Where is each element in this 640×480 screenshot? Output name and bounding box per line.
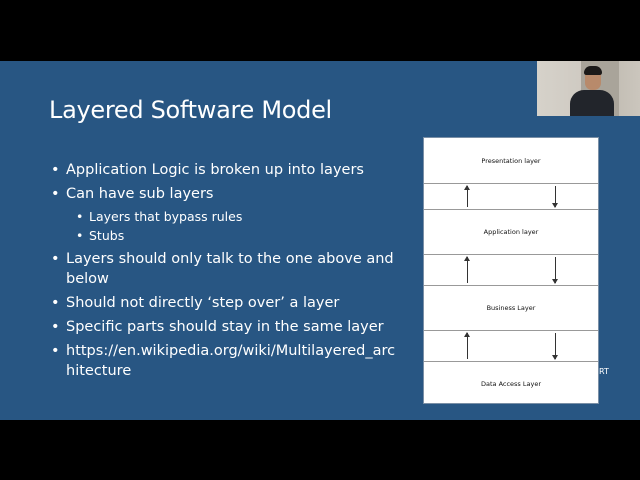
- presentation-slide: Layered Software Model Application Logic…: [0, 61, 640, 420]
- presenter-body: [570, 90, 614, 116]
- sub-bullet-item: Layers that bypass rules: [51, 208, 396, 226]
- arrow-up-icon: [464, 332, 470, 359]
- bullet-item: Can have sub layers: [51, 184, 396, 204]
- bullet-item: Layers should only talk to the one above…: [51, 249, 396, 289]
- layer-gap: [424, 255, 598, 285]
- presenter-webcam: [537, 61, 640, 116]
- application-layer-box: Application layer: [424, 209, 598, 255]
- partial-label: RT: [599, 367, 609, 376]
- data-access-layer-box: Data Access Layer: [424, 361, 598, 405]
- arrow-up-icon: [464, 256, 470, 283]
- bullet-item: Should not directly ‘step over’ a layer: [51, 293, 396, 313]
- arrow-down-icon: [552, 186, 558, 208]
- layer-diagram: Presentation layer Application layer Bus…: [423, 137, 599, 404]
- layer-gap: [424, 331, 598, 361]
- slide-title: Layered Software Model: [49, 96, 332, 124]
- business-layer-box: Business Layer: [424, 285, 598, 331]
- presentation-layer-box: Presentation layer: [424, 138, 598, 184]
- arrow-down-icon: [552, 257, 558, 284]
- presenter-hair: [584, 66, 602, 75]
- sub-bullet-item: Stubs: [51, 227, 396, 245]
- bullet-link[interactable]: https://en.wikipedia.org/wiki/Multilayer…: [51, 341, 396, 381]
- arrow-down-icon: [552, 333, 558, 360]
- bullet-item: Specific parts should stay in the same l…: [51, 317, 396, 337]
- bullet-list: Application Logic is broken up into laye…: [51, 160, 396, 385]
- arrow-up-icon: [464, 185, 470, 207]
- bullet-item: Application Logic is broken up into laye…: [51, 160, 396, 180]
- layer-gap: [424, 184, 598, 209]
